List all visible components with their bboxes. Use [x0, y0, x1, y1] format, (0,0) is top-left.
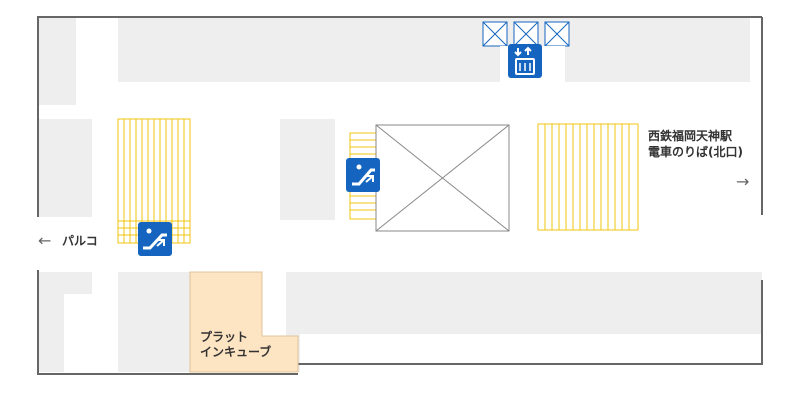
shop-label: プラット インキューブ — [200, 330, 271, 360]
escalator-icon[interactable] — [138, 222, 172, 256]
elevator-icon[interactable] — [508, 44, 542, 78]
escalator-icon[interactable] — [346, 158, 380, 192]
arrow-right-icon: → — [736, 172, 750, 191]
left-middle-block — [38, 119, 92, 217]
bottom-right-block — [286, 272, 762, 372]
center-pillar-block — [280, 119, 335, 220]
shop-label-line2: インキューブ — [200, 345, 272, 359]
bottom-left-inner-block — [118, 272, 190, 372]
parco-label: パルコ — [62, 234, 98, 248]
shop-area — [189, 271, 299, 373]
arrow-left-icon: ← — [38, 231, 52, 250]
station-label: 西鉄福岡天神駅 電車のりば(北口) — [648, 128, 743, 160]
shop-label-line1: プラット — [200, 330, 249, 344]
atrium-void — [375, 124, 510, 232]
stairs-right — [537, 123, 639, 231]
top-void-boxes — [482, 21, 570, 47]
station-label-line1: 西鉄福岡天神駅 — [648, 129, 733, 143]
top-wide-block — [118, 17, 750, 82]
outer-walls — [37, 16, 763, 375]
station-label-line2: 電車のりば(北口) — [648, 145, 743, 159]
bottom-left-block — [38, 272, 92, 372]
top-left-block — [38, 17, 76, 105]
